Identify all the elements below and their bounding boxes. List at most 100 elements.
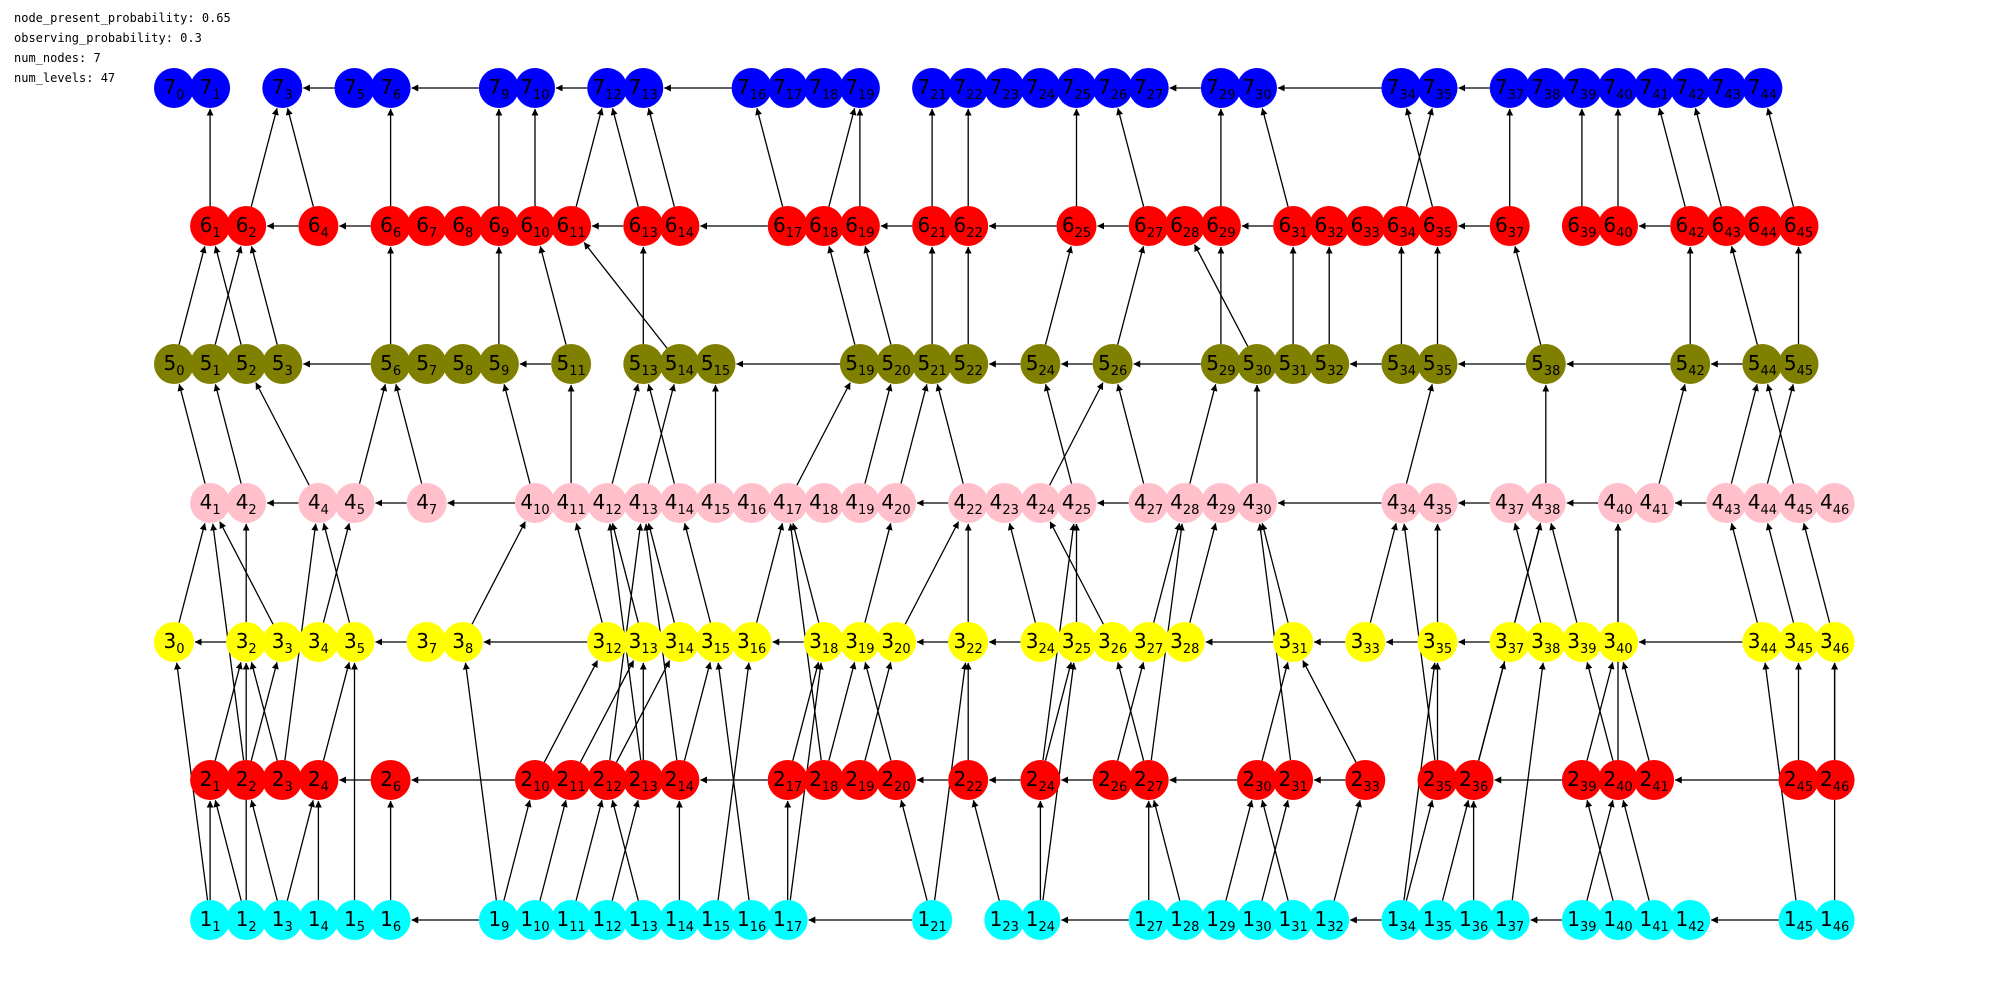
node-5-30: 530 xyxy=(1237,344,1277,384)
edge-6-13-to-7-12 xyxy=(610,107,639,207)
node-label: 427 xyxy=(1134,490,1163,518)
edge-4-41-to-5-42 xyxy=(1658,383,1687,484)
node-label: 312 xyxy=(593,629,622,657)
node-6-40: 640 xyxy=(1598,206,1638,246)
edge-1-32-to-2-33 xyxy=(1333,799,1362,901)
node-4-25: 425 xyxy=(1056,483,1097,523)
node-circle xyxy=(948,622,989,662)
node-label: 331 xyxy=(1278,629,1307,657)
node-label: 210 xyxy=(520,767,549,795)
node-label: 644 xyxy=(1748,213,1777,241)
node-circle xyxy=(298,483,339,523)
edge-3-15-to-4-14 xyxy=(682,522,712,623)
node-circle xyxy=(298,206,339,246)
node-6-10: 610 xyxy=(515,206,555,246)
node-circle xyxy=(839,483,880,523)
node-label: 325 xyxy=(1062,629,1091,657)
node-5-15: 515 xyxy=(695,344,736,384)
node-label: 124 xyxy=(1026,907,1055,935)
node-circle xyxy=(515,68,555,108)
node-1-45: 145 xyxy=(1778,900,1819,940)
edge-6-4-to-7-3 xyxy=(285,107,314,207)
node-label: 211 xyxy=(556,767,585,795)
node-circle xyxy=(876,344,916,384)
node-6-8: 68 xyxy=(442,206,483,246)
node-circle xyxy=(1634,68,1675,108)
node-6-27: 627 xyxy=(1128,206,1169,246)
edge-4-28-to-5-29 xyxy=(1189,383,1218,484)
node-label: 224 xyxy=(1026,767,1055,795)
node-circle xyxy=(478,206,519,246)
edge-3-19-to-4-20 xyxy=(864,522,893,623)
node-label: 137 xyxy=(1495,907,1524,935)
node-circle xyxy=(1020,483,1061,523)
node-7-41: 741 xyxy=(1634,68,1675,108)
node-circle xyxy=(1561,68,1602,108)
node-6-44: 644 xyxy=(1742,206,1783,246)
node-circle xyxy=(1345,622,1386,662)
node-circle xyxy=(731,622,772,662)
node-4-24: 424 xyxy=(1020,483,1061,523)
node-circle xyxy=(1056,68,1097,108)
parameter-readout: node_present_probability: 0.65 observing… xyxy=(14,8,231,88)
node-1-34: 134 xyxy=(1381,900,1422,940)
node-label: 220 xyxy=(881,767,910,795)
node-3-8: 38 xyxy=(442,622,483,662)
node-circle xyxy=(984,483,1025,523)
node-label: 511 xyxy=(556,351,585,379)
node-circle xyxy=(695,900,736,940)
node-circle xyxy=(1598,206,1638,246)
node-3-22: 322 xyxy=(948,622,989,662)
node-4-10: 410 xyxy=(515,483,555,523)
node-circle xyxy=(1525,68,1566,108)
node-4-11: 411 xyxy=(551,483,592,523)
node-circle xyxy=(587,68,628,108)
edge-1-21-to-2-20 xyxy=(899,799,928,901)
node-circle xyxy=(1814,483,1855,523)
edge-1-16-to-3-15 xyxy=(715,662,750,901)
node-circle xyxy=(190,483,231,523)
node-5-1: 51 xyxy=(190,344,231,384)
node-circle xyxy=(623,622,664,662)
edge-1-11-to-2-12 xyxy=(575,799,604,901)
node-circle xyxy=(731,68,772,108)
node-2-24: 224 xyxy=(1020,760,1061,800)
node-label: 129 xyxy=(1206,907,1235,935)
node-5-20: 520 xyxy=(876,344,916,384)
node-label: 410 xyxy=(520,490,549,518)
node-label: 520 xyxy=(881,351,910,379)
node-2-10: 210 xyxy=(515,760,555,800)
node-label: 423 xyxy=(990,490,1019,518)
edge-5-24-to-6-25 xyxy=(1044,245,1073,345)
node-1-29: 129 xyxy=(1200,900,1241,940)
edge-2-30-to-3-31 xyxy=(1261,661,1290,761)
node-label: 737 xyxy=(1495,75,1524,103)
node-6-7: 67 xyxy=(406,206,447,246)
node-6-32: 632 xyxy=(1309,206,1350,246)
node-label: 530 xyxy=(1242,351,1271,379)
node-2-45: 245 xyxy=(1778,760,1819,800)
node-label: 246 xyxy=(1820,767,1849,795)
node-circle xyxy=(695,344,736,384)
node-label: 38 xyxy=(452,629,473,657)
node-circle xyxy=(1670,344,1711,384)
node-2-26: 226 xyxy=(1092,760,1133,800)
node-circle xyxy=(298,900,339,940)
node-circle xyxy=(1489,68,1530,108)
node-label: 327 xyxy=(1134,629,1163,657)
node-1-46: 146 xyxy=(1814,900,1855,940)
node-label: 335 xyxy=(1423,629,1452,657)
node-label: 213 xyxy=(629,767,658,795)
node-circle xyxy=(1273,622,1314,662)
node-label: 726 xyxy=(1098,75,1127,103)
node-label: 718 xyxy=(809,75,838,103)
node-6-6: 66 xyxy=(370,206,411,246)
node-label: 145 xyxy=(1784,907,1813,935)
node-4-28: 428 xyxy=(1164,483,1205,523)
node-label: 22 xyxy=(236,767,257,795)
node-label: 66 xyxy=(380,213,401,241)
node-4-29: 429 xyxy=(1200,483,1241,523)
node-label: 136 xyxy=(1459,907,1488,935)
edge-1-28-to-2-27 xyxy=(1152,799,1181,901)
